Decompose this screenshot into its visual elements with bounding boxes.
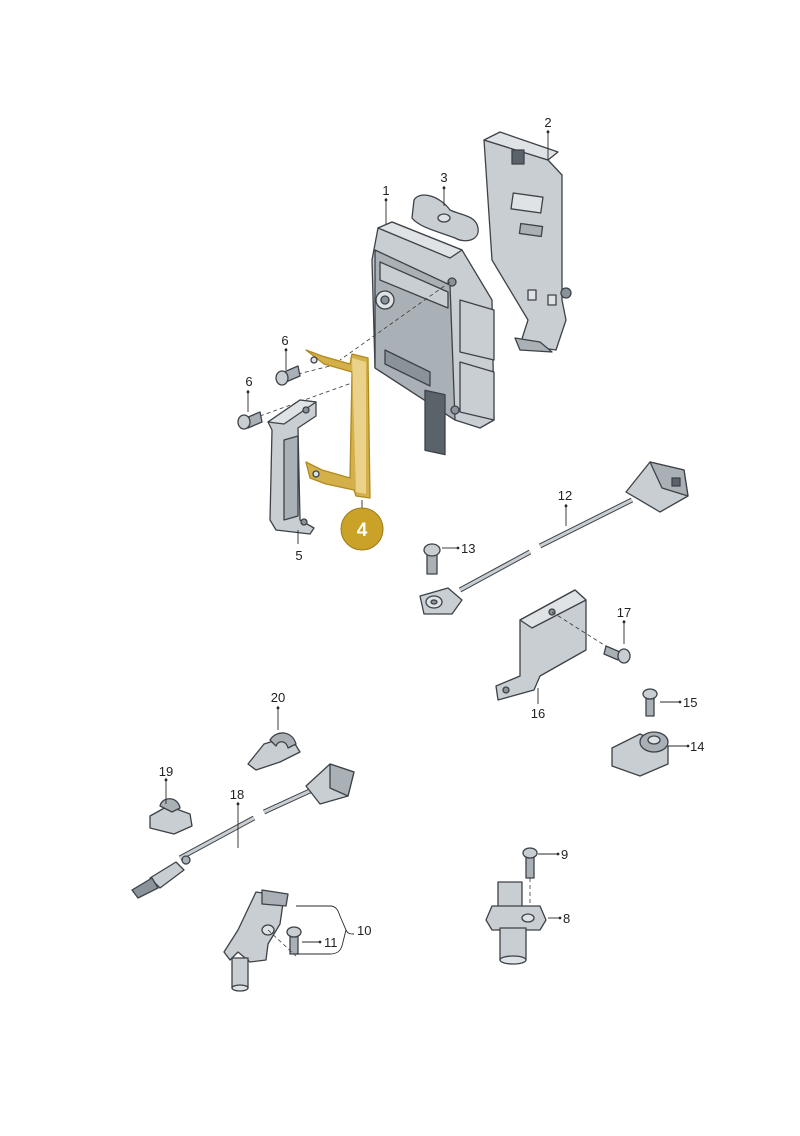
label-5: 5	[295, 548, 302, 563]
label-20: 20	[271, 690, 285, 705]
label-11: 11	[324, 935, 338, 950]
label-13: 13	[461, 541, 475, 556]
label-16: 16	[531, 706, 545, 721]
part-6-screw	[237, 411, 263, 430]
part-15-bolt	[642, 688, 658, 717]
part-19-clip	[149, 798, 193, 835]
part-2-bracket	[483, 131, 572, 353]
assembly-line	[339, 281, 451, 361]
label-8: 8	[563, 911, 570, 926]
assembly-line	[297, 365, 331, 375]
label-19: 19	[159, 764, 173, 779]
part-1-control-unit	[371, 221, 495, 456]
assembly-line	[267, 929, 297, 957]
part-3-seal	[411, 194, 479, 242]
leader-lines	[165, 130, 688, 955]
part-18-probe	[131, 763, 355, 899]
label-3: 3	[440, 170, 447, 185]
label-6-upper: 6	[281, 333, 288, 348]
part-12-sensor-cable	[458, 461, 689, 593]
part-11-bolt	[286, 926, 302, 955]
part-20-clip	[247, 732, 301, 771]
leader-dots	[164, 130, 690, 944]
label-4: 4	[357, 520, 368, 541]
label-17: 17	[617, 605, 631, 620]
part-6-screw	[275, 365, 301, 386]
part-10-sensor	[223, 889, 289, 992]
part-14-sensor	[611, 731, 669, 777]
label-14: 14	[690, 739, 704, 754]
label-15: 15	[683, 695, 697, 710]
label-10: 10	[357, 923, 371, 938]
label-18: 18	[230, 787, 244, 802]
part-16-bracket	[495, 589, 587, 701]
label-6-lower: 6	[245, 374, 252, 389]
assembly-line	[259, 379, 361, 417]
part-8-sensor	[485, 881, 547, 965]
part-13-bolt	[423, 543, 441, 575]
label-12: 12	[558, 488, 572, 503]
label-2: 2	[544, 115, 551, 130]
assembly-line	[551, 611, 613, 651]
part-9-bolt	[522, 847, 538, 879]
knock-sensor-body	[419, 587, 463, 615]
part-5-bracket	[267, 399, 317, 535]
part-4-highlight-badge	[340, 507, 384, 551]
label-1: 1	[382, 183, 389, 198]
label-9: 9	[561, 847, 568, 862]
part-4-bracket-highlighted	[305, 349, 371, 499]
part-17-bolt	[603, 645, 631, 664]
